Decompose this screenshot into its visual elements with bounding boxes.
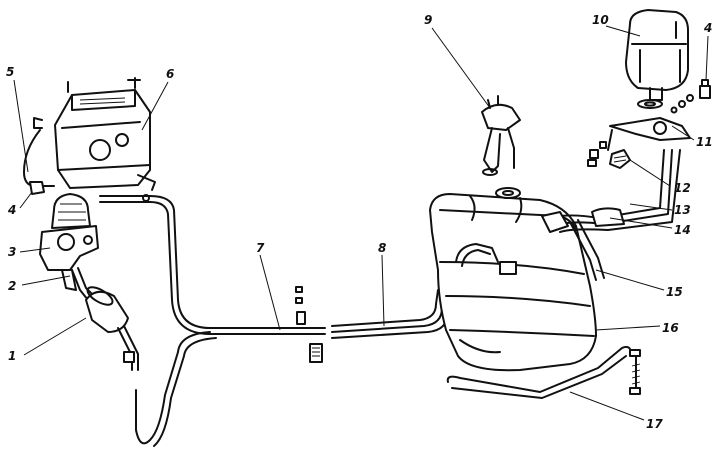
callout-15: 15 — [666, 285, 683, 299]
callout-5: 5 — [6, 65, 14, 79]
sender-gasket — [495, 187, 521, 199]
fuel-line-7 — [99, 194, 326, 447]
callout-17: 17 — [646, 417, 663, 431]
callout-2: 2 — [8, 279, 16, 293]
callout-6: 6 — [166, 67, 174, 81]
fuel-tank — [429, 193, 597, 372]
callout-3: 3 — [8, 245, 16, 259]
line-clips — [295, 286, 323, 363]
callouts: 1 2 3 4 4 5 6 7 8 9 10 11 12 13 14 15 16… — [6, 13, 713, 431]
hose-2 — [71, 269, 89, 301]
leader-lines — [13, 25, 709, 421]
callout-10: 10 — [592, 13, 609, 27]
filler-cap — [609, 149, 631, 169]
expansion-tank-grommet — [637, 99, 663, 109]
callout-9: 9 — [424, 13, 432, 27]
tank-strap — [446, 345, 641, 399]
fasteners-right — [587, 79, 711, 167]
fitting-4-left — [29, 181, 55, 195]
carburetor — [33, 77, 156, 191]
fuel-pump — [39, 193, 99, 291]
callout-13: 13 — [674, 203, 691, 217]
fuel-line-8 — [331, 289, 451, 339]
callout-12: 12 — [674, 181, 691, 195]
fuel-filter — [85, 286, 139, 371]
callout-7: 7 — [256, 241, 265, 255]
callout-16: 16 — [662, 321, 679, 335]
callout-4-right: 4 — [703, 21, 712, 35]
filler-pipe — [541, 149, 681, 281]
fuel-level-sender — [481, 95, 521, 176]
expansion-tank — [625, 9, 689, 101]
callout-4-left: 4 — [7, 203, 16, 217]
callout-8: 8 — [378, 241, 386, 255]
callout-11: 11 — [696, 135, 713, 149]
callout-14: 14 — [674, 223, 691, 237]
callout-1: 1 — [8, 349, 16, 363]
hose-5 — [23, 129, 41, 187]
bracket — [607, 117, 691, 151]
